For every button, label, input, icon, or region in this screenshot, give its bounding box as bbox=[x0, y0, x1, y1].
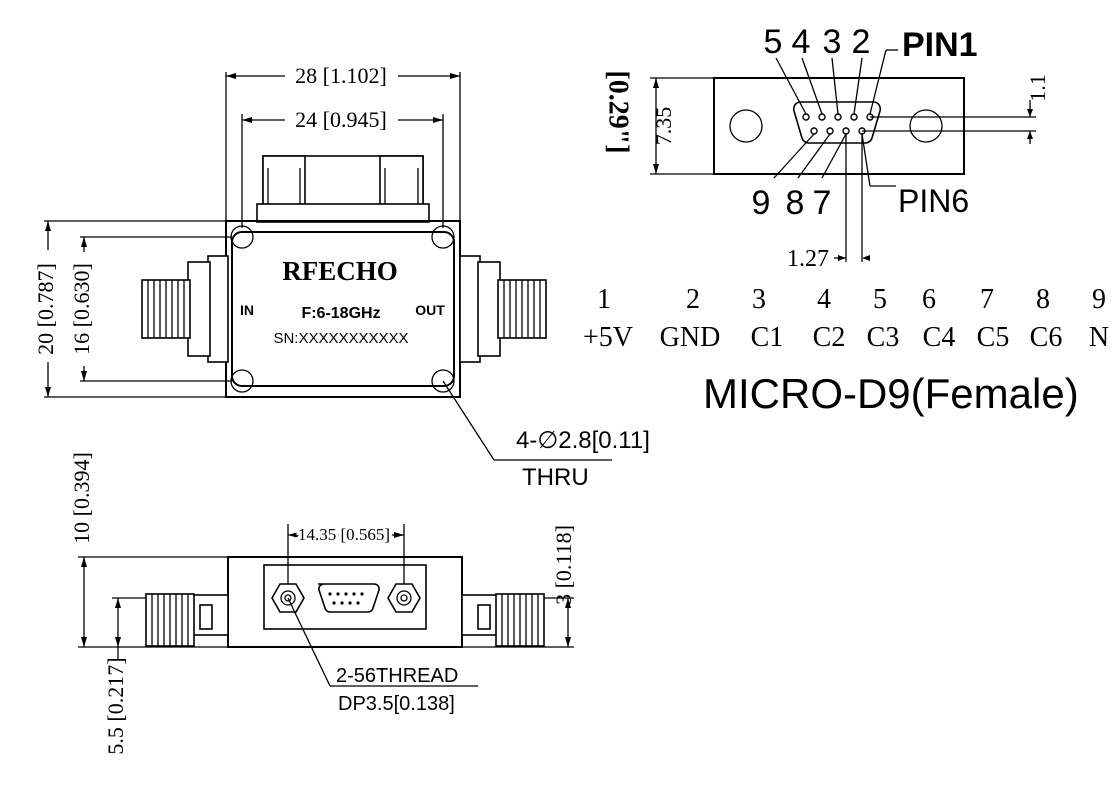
dim-bottom: 5.5 [0.217] bbox=[103, 657, 128, 754]
pin-number-6: 6 bbox=[922, 284, 936, 315]
pin-number-5: 5 bbox=[873, 284, 887, 315]
pin-number-1: 1 bbox=[597, 284, 611, 315]
pin-number-3: 3 bbox=[752, 284, 766, 315]
hole-note: 4-∅2.8[0.11] bbox=[516, 427, 650, 454]
pin-label-9: 9 bbox=[752, 184, 771, 222]
pin-label-7: 7 bbox=[813, 184, 832, 222]
pin6-label: PIN6 bbox=[898, 183, 969, 219]
pin-label-4: 4 bbox=[792, 23, 811, 61]
thread-note: 2-56THREAD bbox=[336, 665, 458, 687]
port-in-label: IN bbox=[240, 302, 254, 318]
frequency-label: F:6-18GHz bbox=[301, 305, 380, 322]
pin-table: 1 2 3 4 5 6 7 8 9 +5V GND C1 C2 C3 C4 C5… bbox=[583, 284, 1109, 353]
pin-function-5: C3 bbox=[867, 322, 900, 353]
brand-label: RFECHO bbox=[282, 256, 398, 286]
top-view: 28 [1.102] 24 [0.945] bbox=[33, 63, 650, 491]
pin-function-9: N bbox=[1089, 322, 1109, 353]
pin-function-6: C4 bbox=[923, 322, 956, 353]
pin-function-8: C6 bbox=[1030, 322, 1063, 353]
pin-number-2: 2 bbox=[686, 284, 700, 315]
hole-note-thru: THRU bbox=[522, 464, 589, 491]
thread-depth-note: DP3.5[0.138] bbox=[338, 693, 455, 715]
dim-width-outer: 28 [1.102] bbox=[295, 63, 387, 88]
pin-number-7: 7 bbox=[980, 284, 994, 315]
dim-width-inner: 24 [0.945] bbox=[295, 107, 387, 132]
pin-function-2: GND bbox=[660, 322, 721, 353]
pin-function-4: C2 bbox=[813, 322, 846, 353]
dim-height-inner: 16 [0.630] bbox=[69, 263, 94, 355]
pin1-label: PIN1 bbox=[902, 26, 978, 64]
serial-label: SN:XXXXXXXXXXX bbox=[273, 330, 408, 347]
connector-view: 5 4 3 2 PIN1 9 8 7 PIN6 1.27 1.1 7.35 bbox=[603, 23, 1050, 272]
dim-pin-spacing-v: 1.1 bbox=[1025, 74, 1050, 102]
pin-function-3: C1 bbox=[751, 322, 784, 353]
dim-offset: 3 [0.118] bbox=[551, 525, 576, 605]
dim-height-outer: 20 [0.787] bbox=[33, 263, 58, 355]
port-out-label: OUT bbox=[415, 302, 445, 318]
pin-number-8: 8 bbox=[1036, 284, 1050, 315]
pin-label-5: 5 bbox=[764, 23, 783, 61]
side-view: 14.35 [0.565] 10 [0.394] 5.5 [0.217] 3 [… bbox=[69, 452, 576, 754]
pin-label-3: 3 bbox=[823, 23, 842, 61]
dim-pin-spacing-h: 1.27 bbox=[787, 246, 829, 272]
pin-function-7: C5 bbox=[977, 322, 1010, 353]
dim-connector-spacing: 14.35 [0.565] bbox=[298, 525, 390, 544]
pin-label-2: 2 bbox=[852, 23, 871, 61]
pin-function-1: +5V bbox=[583, 322, 633, 353]
dim-height: 10 [0.394] bbox=[69, 452, 94, 544]
pin-number-9: 9 bbox=[1092, 284, 1106, 315]
dim-vertical-mm: 7.35 bbox=[651, 107, 676, 146]
pin-number-4: 4 bbox=[817, 284, 831, 315]
dim-vertical-in: [0.29"] bbox=[603, 70, 634, 153]
connector-name: MICRO-D9(Female) bbox=[703, 370, 1079, 417]
pin-label-8: 8 bbox=[786, 184, 805, 222]
